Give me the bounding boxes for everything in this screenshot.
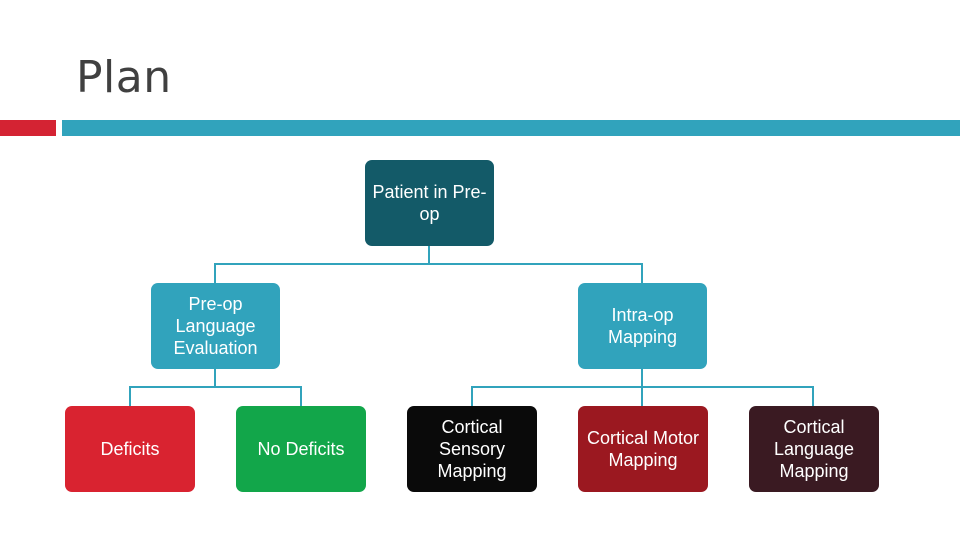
connector-intraop-to-mapping: [471, 369, 814, 406]
node-no-deficits: No Deficits: [236, 406, 366, 492]
connector-root-to-level1: [214, 245, 643, 283]
accent-bar-teal: [62, 120, 960, 136]
accent-bar-red: [0, 120, 56, 136]
node-label: Cortical Language Mapping: [773, 417, 855, 481]
node-label: Pre-op Language Evaluation: [173, 294, 258, 358]
node-label: Intra-op Mapping: [607, 305, 678, 347]
node-intraop-mapping: Intra-op Mapping: [578, 283, 707, 369]
node-label: No Deficits: [257, 439, 345, 459]
node-label: Cortical Sensory Mapping: [437, 417, 507, 481]
connector-evaluation-to-outcomes: [129, 369, 302, 406]
node-cortical-sensory-mapping: Cortical Sensory Mapping: [407, 406, 537, 492]
node-label: Deficits: [100, 439, 160, 459]
node-deficits: Deficits: [65, 406, 195, 492]
node-cortical-motor-mapping: Cortical Motor Mapping: [578, 406, 708, 492]
node-label: Cortical Motor Mapping: [586, 428, 700, 470]
slide-title: Plan: [76, 52, 172, 103]
node-cortical-language-mapping: Cortical Language Mapping: [749, 406, 879, 492]
node-patient-in-preop: Patient in Pre-op: [365, 160, 494, 246]
node-preop-language-evaluation: Pre-op Language Evaluation: [151, 283, 280, 369]
node-label: Patient in Pre-op: [372, 182, 487, 224]
